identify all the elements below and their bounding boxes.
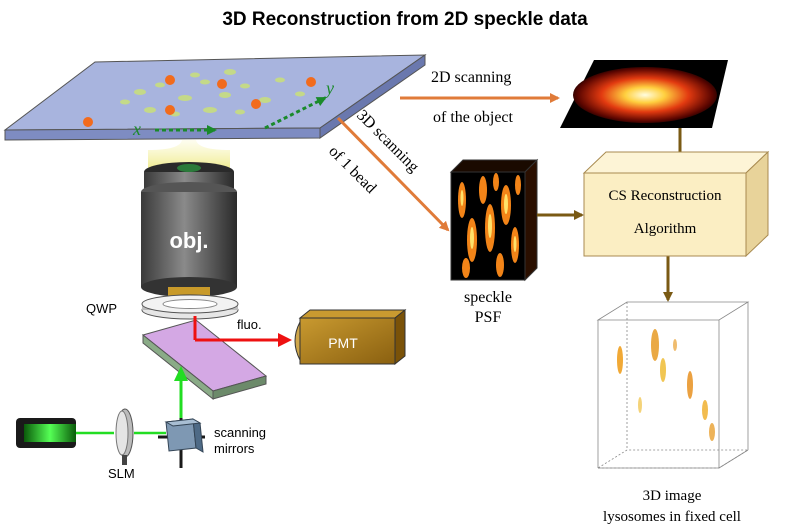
result-label-1: 3D image [643,488,702,504]
page-title: 3D Reconstruction from 2D speckle data [222,9,588,30]
y-axis-label: y [324,78,334,98]
psf-label-2: PSF [475,309,502,326]
scanning-mirrors-label-2: mirrors [214,441,255,456]
fluo-arrowhead [278,333,292,347]
excitation-arrowhead [174,366,188,381]
scanning-mirrors-label-1: scanning [214,425,266,440]
slm-label: SLM [108,466,135,481]
psf-label-1: speckle [464,289,512,306]
objective-label: obj. [169,228,208,253]
slm-device [115,408,134,465]
x-axis-label: x [132,119,141,139]
dichroic-mirror [141,319,268,401]
scan-3d-label-1: 3D scanning [353,107,422,176]
cs-box-label-2: Algorithm [634,221,697,237]
scanning-mirrors-device [158,409,205,468]
scan-2d-image [560,60,728,128]
light-cone [148,140,230,168]
pmt-detector [294,308,407,366]
pmt-label: PMT [328,335,358,351]
sample-slide: x y [3,54,427,141]
speckle-psf-image [449,158,539,282]
cs-box-label-1: CS Reconstruction [609,188,722,204]
speckle-cloud [120,69,305,117]
scan-2d-label-2: of the object [433,109,514,126]
scan-2d-label-1: 2D scanning [431,69,511,86]
result-3d-image [596,301,750,469]
cs-reconstruction-box [582,150,770,258]
laser-source [16,418,76,448]
bead-markers [83,75,316,127]
fluo-label: fluo. [237,317,262,332]
lysosome-blobs [617,329,715,441]
qwp-label: QWP [86,301,117,316]
scan-3d-arrow [336,116,450,232]
result-label-2: lysosomes in fixed cell [603,509,741,525]
qwp-plate [141,294,239,320]
